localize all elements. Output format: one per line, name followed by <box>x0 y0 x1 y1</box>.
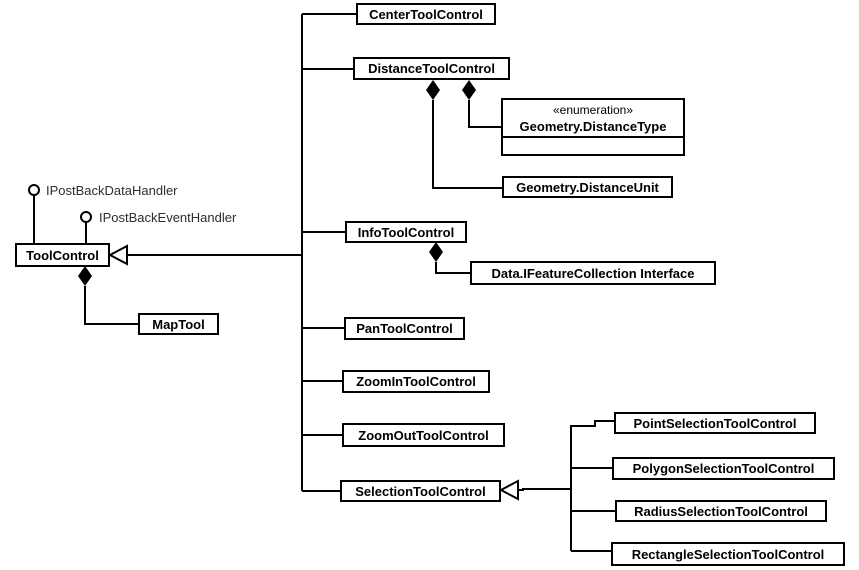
class-box-radiusselectiontoolcontrol: RadiusSelectionToolControl <box>615 500 827 522</box>
class-box-geometry-distancetype: «enumeration» Geometry.DistanceType <box>501 98 685 156</box>
generalization-triangle-icon <box>107 244 128 266</box>
interface-label-ipostbackdatahandler: IPostBackDataHandler <box>46 183 178 198</box>
class-box-toolcontrol: ToolControl <box>15 243 110 267</box>
class-box-pantoolcontrol: PanToolControl <box>344 317 465 340</box>
composition-diamond-icon <box>462 80 476 100</box>
enum-stereotype-label: «enumeration» <box>552 103 634 117</box>
class-box-data-ifeaturecollection: Data.IFeatureCollection Interface <box>470 261 716 285</box>
class-box-centertoolcontrol: CenterToolControl <box>356 3 496 25</box>
interface-label-ipostbackeventhandler: IPostBackEventHandler <box>99 210 237 225</box>
lollipop-interface-icon <box>28 184 40 196</box>
composition-line-distanceunit <box>432 100 502 189</box>
class-box-rectangleselectiontoolcontrol: RectangleSelectionToolControl <box>611 542 845 566</box>
class-box-polygonselectiontoolcontrol: PolygonSelectionToolControl <box>612 457 835 480</box>
generalization-line-selection <box>518 488 571 491</box>
class-box-maptool: MapTool <box>138 313 219 335</box>
composition-diamond-icon <box>426 80 440 100</box>
composition-diamond-icon <box>429 242 443 262</box>
class-box-zoomouttoolcontrol: ZoomOutToolControl <box>342 423 505 447</box>
composition-line-distancetype <box>468 100 501 128</box>
enum-title-compartment: «enumeration» Geometry.DistanceType <box>503 100 683 138</box>
composition-line-maptool <box>84 286 138 325</box>
lollipop-interface-icon <box>80 211 92 223</box>
class-box-selectiontoolcontrol: SelectionToolControl <box>340 480 501 502</box>
class-box-distancetoolcontrol: DistanceToolControl <box>353 57 510 80</box>
generalization-triangle-icon <box>498 479 519 501</box>
composition-diamond-icon <box>78 266 92 286</box>
class-box-zoomintoolcontrol: ZoomInToolControl <box>342 370 490 393</box>
class-box-pointselectiontoolcontrol: PointSelectionToolControl <box>614 412 816 434</box>
branch-pointselection <box>571 420 614 427</box>
enum-name-label: Geometry.DistanceType <box>519 119 667 134</box>
class-box-infotoolcontrol: InfoToolControl <box>345 221 467 243</box>
composition-line-featurecollection <box>435 262 470 274</box>
class-box-geometry-distanceunit: Geometry.DistanceUnit <box>502 176 673 198</box>
enum-empty-compartment <box>503 138 683 154</box>
